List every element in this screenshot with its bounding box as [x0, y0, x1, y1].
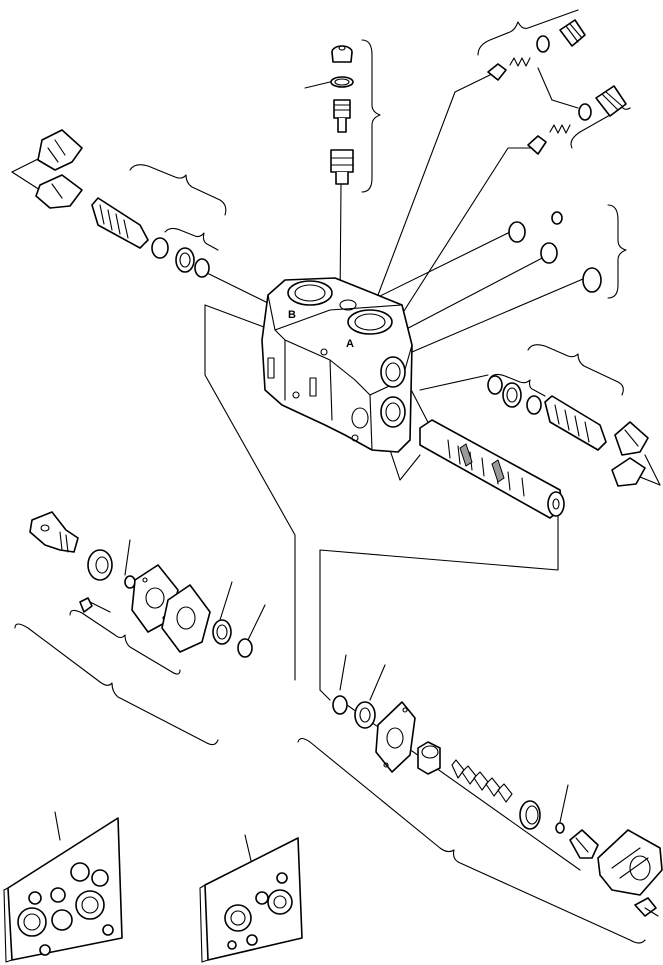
right-cylinder-assembly — [487, 375, 649, 487]
spool-cap-left-group — [29, 511, 253, 658]
port-b-label: B — [288, 309, 296, 321]
valve-body: B A — [261, 277, 413, 453]
group-braces — [14, 9, 646, 944]
seal-kit-large — [3, 817, 123, 963]
relief-valve-lower — [527, 85, 627, 155]
left-cylinder-assembly — [35, 129, 210, 278]
spool — [419, 419, 565, 519]
leader-lines — [11, 67, 661, 871]
spool-cap-right-group — [332, 695, 663, 917]
relief-valve-upper — [487, 19, 586, 81]
seal-kit-small — [199, 837, 303, 963]
port-a-label: A — [346, 338, 354, 350]
right-o-rings — [508, 211, 602, 293]
check-valve-stack — [330, 45, 354, 185]
